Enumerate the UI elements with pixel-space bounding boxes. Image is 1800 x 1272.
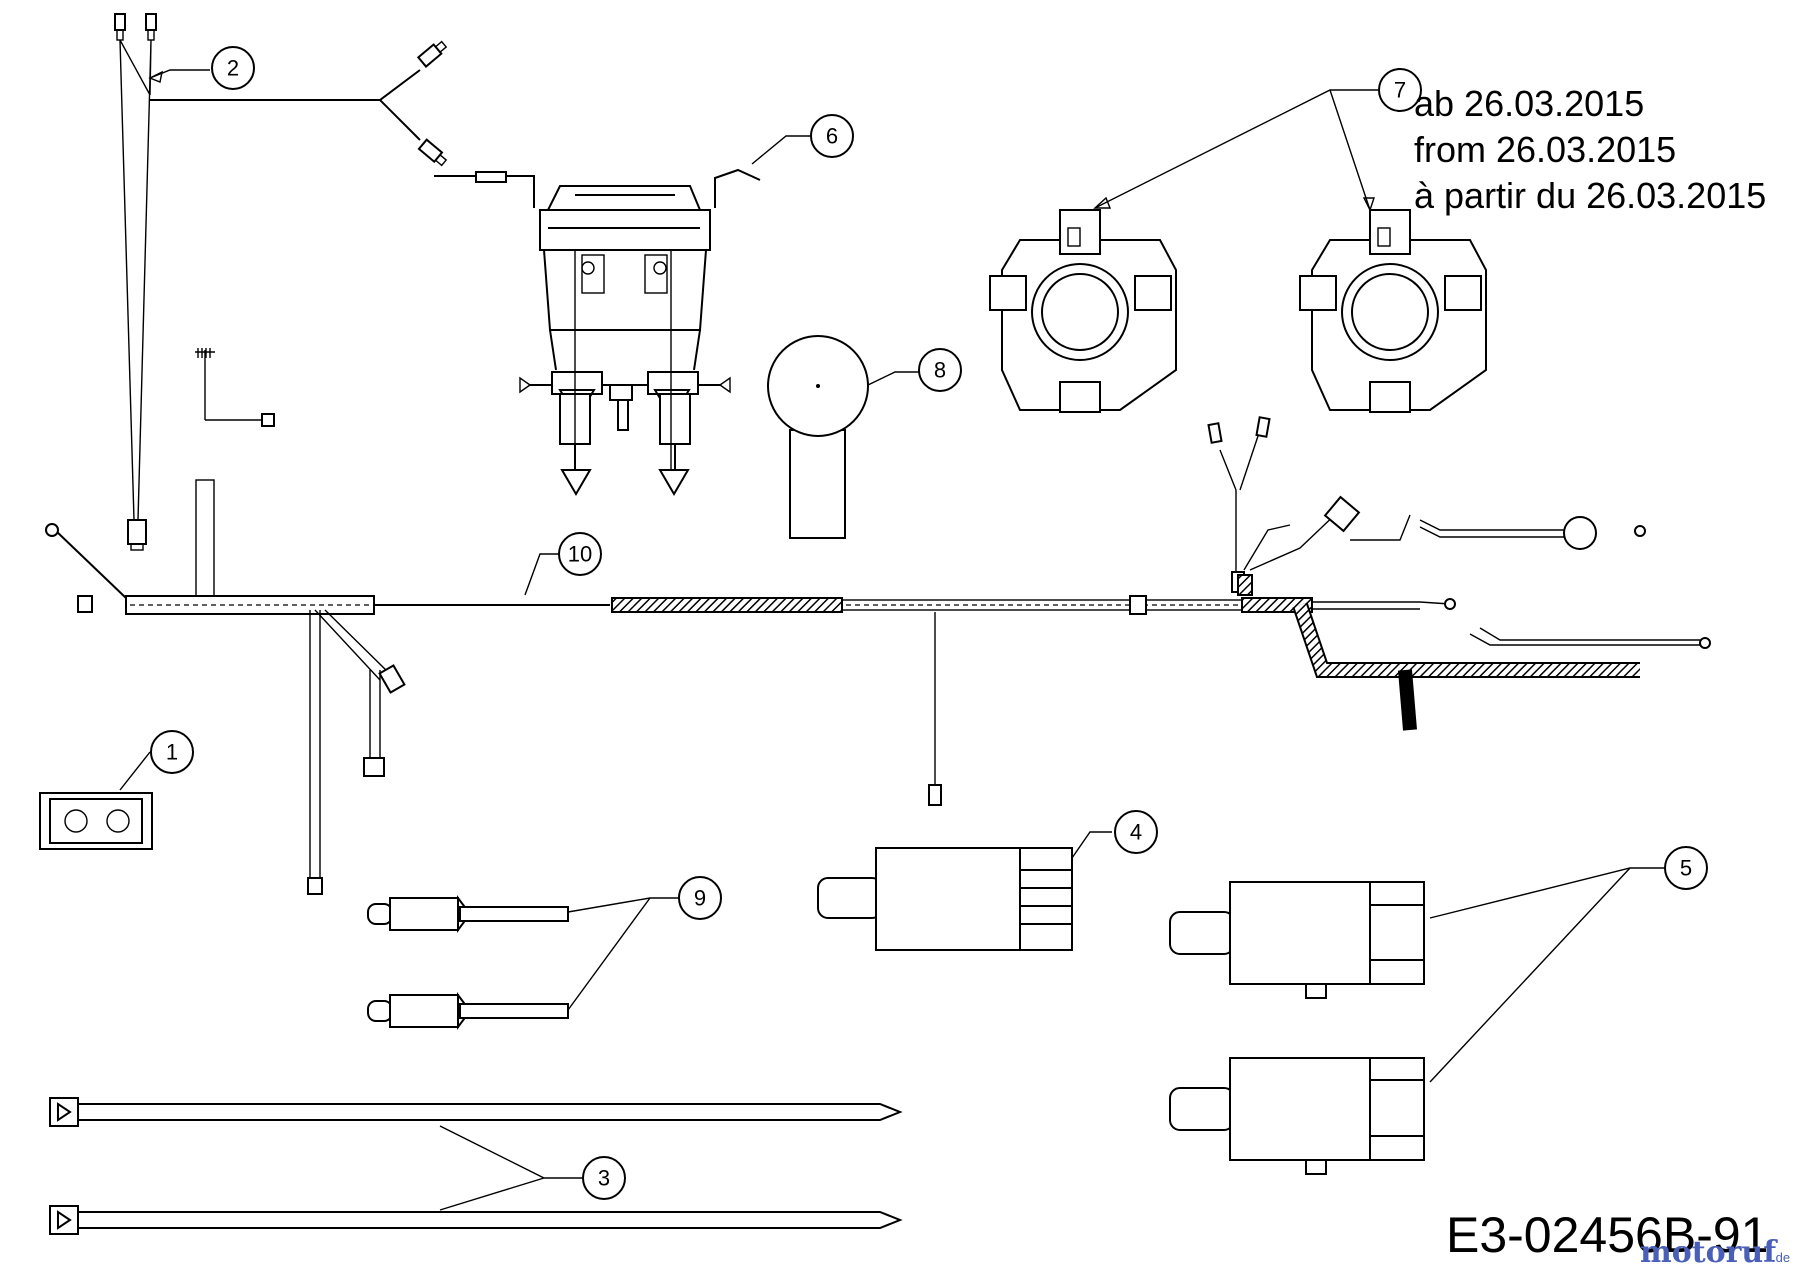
part-3-cable-ties: [49, 1097, 903, 1235]
svg-text:10: 10: [568, 542, 592, 567]
svg-text:7: 7: [1394, 78, 1406, 103]
date-note-fr: à partir du 26.03.2015: [1414, 175, 1766, 216]
drawing-code: E3-02456B-91: [1446, 1207, 1768, 1263]
leader-lines: [119, 69, 1666, 1211]
callout-1: 1: [150, 730, 194, 774]
part-5-seat-switches: [1169, 881, 1425, 1175]
callout-5: 5: [1664, 846, 1708, 890]
part-6-ignition-switch: [434, 168, 761, 496]
callout-10: 10: [558, 532, 602, 576]
svg-text:9: 9: [694, 886, 706, 911]
svg-text:4: 4: [1130, 820, 1142, 845]
callout-4: 4: [1114, 810, 1158, 854]
part-10-main-harness: [45, 348, 1711, 895]
callout-3: 3: [582, 1156, 626, 1200]
svg-text:1: 1: [166, 740, 178, 765]
svg-text:6: 6: [826, 124, 838, 149]
date-note-en: from 26.03.2015: [1414, 129, 1676, 170]
callout-2: 2: [211, 46, 255, 90]
svg-text:8: 8: [934, 358, 946, 383]
svg-text:2: 2: [227, 56, 239, 81]
callout-9: 9: [678, 876, 722, 920]
part-9-rivets: [367, 895, 569, 1030]
svg-text:5: 5: [1680, 856, 1692, 881]
part-2-wire-harness: [114, 13, 448, 551]
watermark-logo: motoruf: [1640, 1235, 1778, 1270]
callout-8: 8: [918, 348, 962, 392]
callout-6: 6: [810, 114, 854, 158]
part-8-plate: [767, 335, 869, 539]
svg-text:3: 3: [598, 1166, 610, 1191]
part-4-safety-switch: [817, 847, 1073, 951]
part-7-lamp-socket-right: [1299, 209, 1487, 413]
part-7-lamp-socket-left: [989, 209, 1177, 413]
callout-7: 7: [1378, 68, 1422, 112]
date-note-de: ab 26.03.2015: [1414, 83, 1644, 124]
watermark-tld: .de: [1772, 1250, 1790, 1265]
part-1-fuse-holder: [39, 792, 153, 850]
